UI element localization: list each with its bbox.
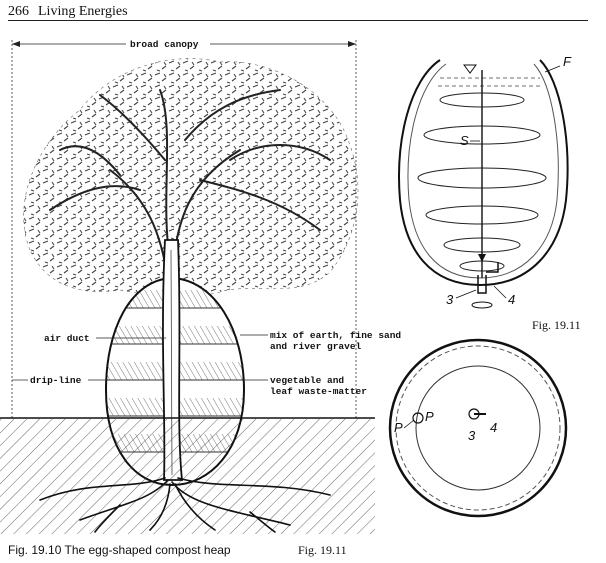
vessel-outer-wall xyxy=(398,59,569,287)
vessel-base-circle xyxy=(415,365,541,491)
fig-19-10-caption: Fig. 19.10 The egg-shaped compost heap xyxy=(8,543,231,557)
outlet-drain xyxy=(471,301,493,309)
water-level-marker xyxy=(463,64,477,74)
label-p-right: P xyxy=(425,409,434,424)
label-f-leader xyxy=(544,65,561,73)
label-s: S xyxy=(460,133,469,148)
label-4-top: 4 xyxy=(508,292,515,307)
drip-line-label: drip-line xyxy=(30,375,82,386)
page-number: 266 xyxy=(8,4,29,19)
vessel-rim-outer xyxy=(388,338,568,518)
page-header: 266 Living Energies xyxy=(8,4,588,21)
fig-19-11-caption-right: Fig. 19.11 xyxy=(532,318,581,332)
vegetable-label-line2: leaf waste-matter xyxy=(270,386,367,397)
port-p xyxy=(412,412,424,424)
vegetable-label-line1: vegetable and xyxy=(270,375,344,386)
label-4-bottom: 4 xyxy=(490,420,497,435)
label-p-left: P xyxy=(394,420,403,435)
label-4-top-leader xyxy=(493,285,507,299)
label-p-left-leader xyxy=(403,419,415,429)
fig-19-11-vessel-top: P P 3 4 xyxy=(388,338,568,518)
vessel-inner-wall xyxy=(407,63,559,279)
ground-soil xyxy=(0,419,375,534)
label-f: F xyxy=(563,54,572,69)
vortex-arrow xyxy=(478,254,486,262)
fig-19-11-vessel-side: F S 3 4 xyxy=(398,54,572,309)
mix-label-line2: and river gravel xyxy=(270,341,362,352)
air-duct-label: air duct xyxy=(44,333,90,344)
fig-19-11-caption-bottom: Fig. 19.11 xyxy=(298,543,347,557)
outlet-pipe xyxy=(477,262,499,294)
canopy-label-bg xyxy=(126,38,210,50)
vessel-rim-inner xyxy=(395,345,561,511)
mix-label-line1: mix of earth, fine sand xyxy=(270,330,401,341)
canopy-label: broad canopy xyxy=(130,39,199,50)
label-3-bottom: 3 xyxy=(468,428,476,443)
tree-roots xyxy=(39,477,331,533)
label-3-top-leader xyxy=(455,289,477,299)
fig-19-10-compost-tree: broad canopy xyxy=(0,38,401,534)
canopy-foliage xyxy=(23,58,359,297)
tree-branches xyxy=(49,89,331,301)
label-3-top: 3 xyxy=(446,292,454,307)
water-surface-lines xyxy=(438,77,542,87)
running-title: Living Energies xyxy=(38,4,128,19)
